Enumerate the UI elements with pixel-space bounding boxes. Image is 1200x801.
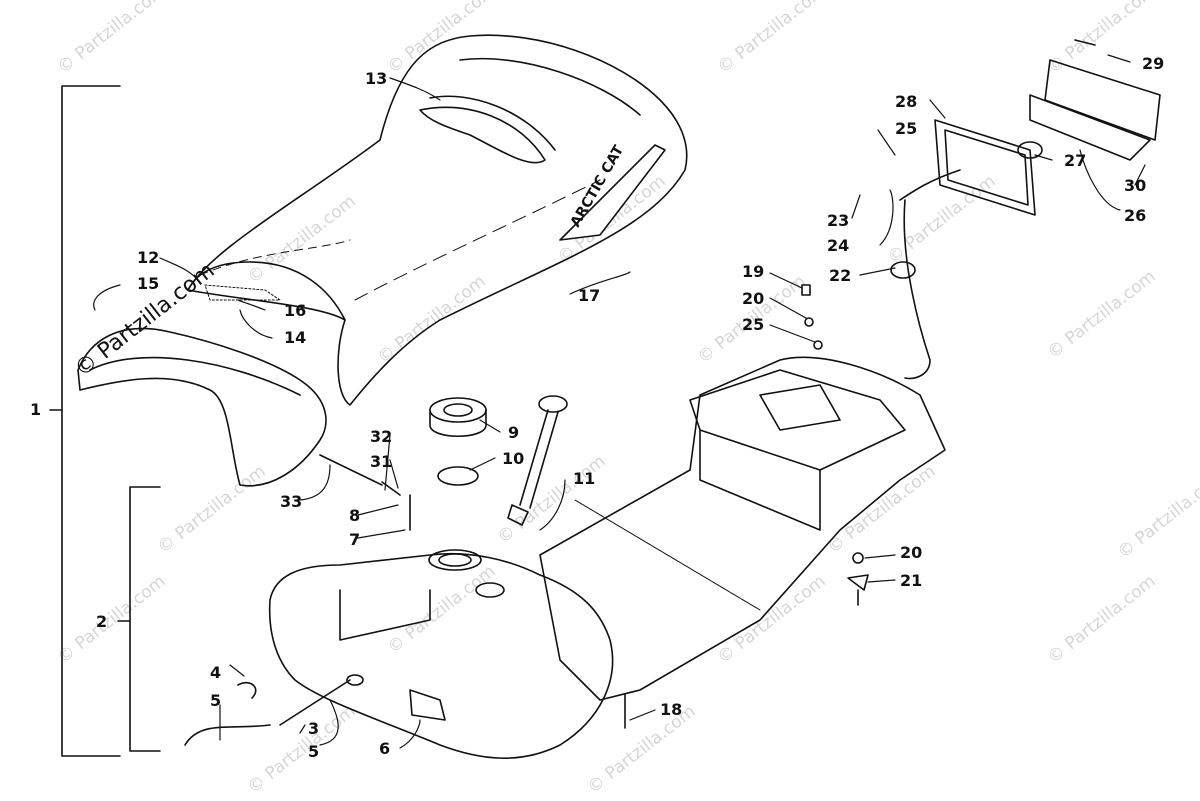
callout-c26: 26 <box>1124 206 1147 225</box>
callout-c10: 10 <box>502 449 525 468</box>
callout-c3: 3 <box>308 719 320 738</box>
callout-c33: 33 <box>280 492 303 511</box>
callout-c20a: 20 <box>742 289 765 308</box>
callout-c22: 22 <box>829 266 852 285</box>
callout-c5b: 5 <box>308 742 320 761</box>
fuel-gauge <box>507 395 568 526</box>
callout-c2: 2 <box>96 612 108 631</box>
callout-c12: 12 <box>137 248 160 267</box>
callout-c21: 21 <box>900 571 923 590</box>
leader-lines <box>93 54 1146 749</box>
callout-c25a: 25 <box>742 315 765 334</box>
seat-base-pan <box>539 356 946 701</box>
callout-c18: 18 <box>660 700 683 719</box>
fuel-tank <box>268 549 614 759</box>
callout-c8: 8 <box>349 506 361 525</box>
callout-c15: 15 <box>137 274 160 293</box>
callout-c9: 9 <box>508 423 520 442</box>
callout-c29: 29 <box>1142 54 1165 73</box>
callout-c5a: 5 <box>210 691 222 710</box>
callout-c28: 28 <box>895 92 918 111</box>
callout-c16: 16 <box>284 301 307 320</box>
callout-c19: 19 <box>742 262 765 281</box>
callout-c4: 4 <box>210 663 222 682</box>
callout-c1: 1 <box>30 400 42 419</box>
hardware-bits <box>624 284 869 729</box>
callout-c6: 6 <box>379 739 391 758</box>
callout-c11: 11 <box>573 469 596 488</box>
callout-c17: 17 <box>578 286 601 305</box>
seat-cushion: ARCTIC CAT <box>187 34 688 406</box>
callout-c14: 14 <box>284 328 307 347</box>
callout-c23: 23 <box>827 211 850 230</box>
callout-c25b: 25 <box>895 119 918 138</box>
gas-cap-gasket <box>437 466 479 486</box>
callout-c32: 32 <box>370 427 393 446</box>
seat-rear-trim <box>77 327 327 487</box>
taillight-assembly <box>890 39 1161 380</box>
callout-c31: 31 <box>370 452 393 471</box>
callout-c7: 7 <box>349 530 361 549</box>
assembly-bracket-2 <box>117 486 161 752</box>
callout-c27: 27 <box>1064 151 1087 170</box>
gas-cap <box>429 397 487 438</box>
assembly-bracket-1 <box>49 85 121 757</box>
fuel-hoses <box>184 454 411 746</box>
callout-c13: 13 <box>365 69 388 88</box>
callout-c24: 24 <box>827 236 850 255</box>
callout-c30: 30 <box>1124 176 1147 195</box>
callout-c20b: 20 <box>900 543 923 562</box>
